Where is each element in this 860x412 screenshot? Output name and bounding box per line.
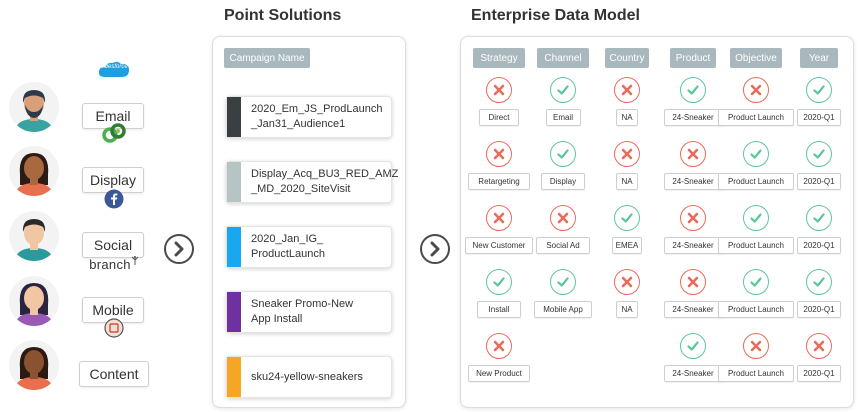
value-label: 24-Sneaker — [664, 109, 722, 126]
avatar — [8, 275, 60, 327]
avatar — [8, 339, 60, 391]
campaign-card: Sneaker Promo-New App Install — [226, 291, 392, 333]
value-label: Mobile App — [534, 301, 592, 318]
campaign-card: 2020_Jan_IG_ ProductLaunch — [226, 226, 392, 268]
branch-logo-icon: branch — [84, 252, 144, 276]
check-icon — [550, 77, 576, 103]
campaign-card: Display_Acq_BU3_RED_AMZ _MD_2020_SiteVis… — [226, 161, 399, 203]
value-label: Install — [476, 301, 522, 318]
point-solutions-title: Point Solutions — [224, 7, 342, 24]
campaign-card: sku24-yellow-sneakers — [226, 356, 392, 398]
campaign-name: Display_Acq_BU3_RED_AMZ _MD_2020_SiteVis… — [251, 168, 399, 195]
check-icon — [806, 77, 832, 103]
value-label: Product Launch — [717, 365, 795, 382]
check-icon — [614, 205, 640, 231]
check-icon — [550, 269, 576, 295]
value-label: 24-Sneaker — [664, 173, 722, 190]
column-header-country: Country — [605, 48, 649, 68]
check-icon — [486, 269, 512, 295]
check-icon — [806, 205, 832, 231]
campaign-card: 2020_Em_JS_ProdLaunch _Jan31_Audience1 — [226, 96, 392, 138]
value-label: NA — [616, 301, 638, 318]
cross-icon — [743, 333, 769, 359]
value-label: New Product — [467, 365, 531, 382]
content-logo-icon — [84, 316, 144, 340]
flow-arrow-icon — [420, 234, 450, 264]
value-label: Direct — [479, 109, 519, 126]
column-header-year: Year — [800, 48, 838, 68]
avatar — [8, 81, 60, 133]
enterprise-data-model-title: Enterprise Data Model — [471, 7, 640, 24]
branch-logo-text: branch — [89, 256, 131, 272]
value-label: EMEA — [611, 237, 643, 254]
check-icon — [680, 77, 706, 103]
avatar — [8, 210, 60, 262]
point-solutions-panel — [212, 36, 406, 408]
check-icon — [806, 269, 832, 295]
cross-icon — [614, 141, 640, 167]
cross-icon — [743, 77, 769, 103]
cross-icon — [680, 269, 706, 295]
cross-icon — [486, 141, 512, 167]
campaign-name: 2020_Jan_IG_ ProductLaunch — [251, 233, 325, 260]
channel-social-label: Social — [82, 232, 144, 258]
cross-icon — [614, 77, 640, 103]
check-icon — [680, 333, 706, 359]
value-label: Social Ad — [536, 237, 590, 254]
campaign-name: Sneaker Promo-New App Install — [251, 298, 354, 325]
campaign-name-header: Campaign Name — [224, 48, 310, 68]
cross-icon — [614, 269, 640, 295]
campaign-color-bar — [227, 357, 241, 397]
check-icon — [550, 141, 576, 167]
check-icon — [806, 141, 832, 167]
value-label: NA — [616, 173, 638, 190]
cross-icon — [486, 77, 512, 103]
channel-content-label: Content — [79, 361, 149, 387]
value-label: 24-Sneaker — [664, 301, 722, 318]
value-label: 2020-Q1 — [796, 301, 842, 318]
value-label: Product Launch — [717, 237, 795, 254]
facebook-icon — [84, 187, 144, 211]
value-label: 24-Sneaker — [664, 365, 722, 382]
display-rings-icon — [84, 122, 144, 146]
value-label: 2020-Q1 — [796, 237, 842, 254]
avatar — [8, 145, 60, 197]
value-label: 2020-Q1 — [796, 173, 842, 190]
flow-arrow-icon — [164, 234, 194, 264]
cross-icon — [680, 141, 706, 167]
cross-icon — [550, 205, 576, 231]
value-label: Product Launch — [717, 173, 795, 190]
value-label: Display — [540, 173, 586, 190]
salesforce-logo-text: salesforce — [100, 64, 128, 70]
value-label: Product Launch — [717, 109, 795, 126]
column-header-channel: Channel — [537, 48, 589, 68]
campaign-color-bar — [227, 97, 241, 137]
salesforce-cloud-icon: salesforce — [84, 58, 144, 82]
column-header-strategy: Strategy — [473, 48, 525, 68]
cross-icon — [486, 205, 512, 231]
value-label: Retargeting — [467, 173, 531, 190]
campaign-name: 2020_Em_JS_ProdLaunch _Jan31_Audience1 — [251, 103, 383, 130]
check-icon — [743, 141, 769, 167]
campaign-color-bar — [227, 292, 241, 332]
check-icon — [743, 269, 769, 295]
channel-display-label: Display — [82, 167, 144, 193]
column-header-product: Product — [670, 48, 716, 68]
campaign-color-bar — [227, 227, 241, 267]
value-label: New Customer — [465, 237, 533, 254]
enterprise-panel — [460, 36, 854, 408]
campaign-name: sku24-yellow-sneakers — [251, 370, 363, 383]
cross-icon — [806, 333, 832, 359]
cross-icon — [486, 333, 512, 359]
value-label: NA — [616, 109, 638, 126]
value-label: 2020-Q1 — [796, 109, 842, 126]
check-icon — [743, 205, 769, 231]
value-label: 24-Sneaker — [664, 237, 722, 254]
value-label: Email — [545, 109, 581, 126]
value-label: 2020-Q1 — [796, 365, 842, 382]
value-label: Product Launch — [717, 301, 795, 318]
column-header-objective: Objective — [730, 48, 782, 68]
campaign-color-bar — [227, 162, 241, 202]
cross-icon — [680, 205, 706, 231]
